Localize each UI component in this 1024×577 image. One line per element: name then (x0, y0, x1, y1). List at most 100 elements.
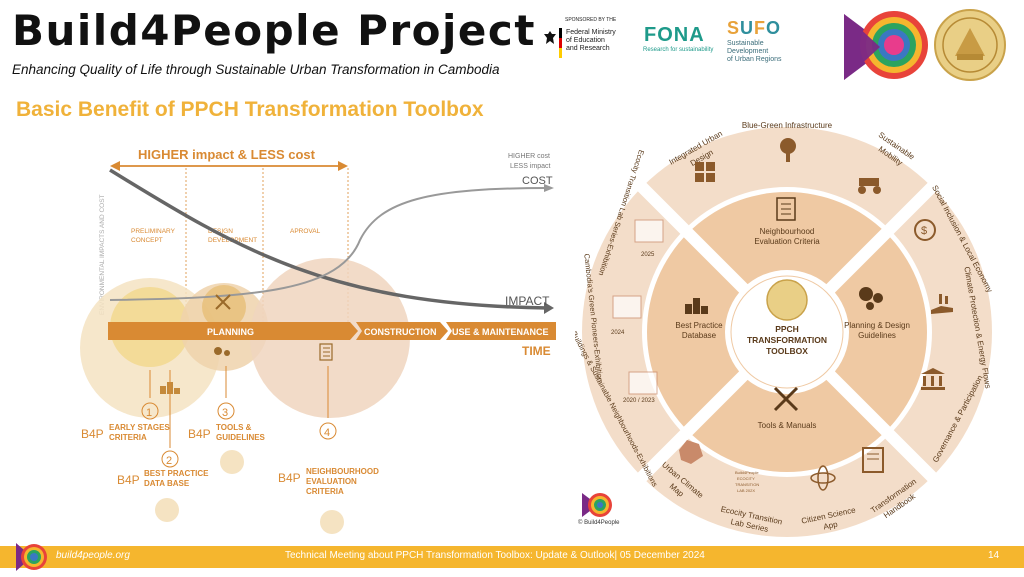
item-label: BEST PRACTICE (144, 469, 209, 478)
stage-construction-label: CONSTRUCTION (364, 327, 437, 337)
item-label: CRITERIA (109, 433, 147, 442)
item-label: GUIDELINES (216, 433, 266, 442)
arrow-head-right (338, 161, 348, 171)
hand-energy-icon (931, 294, 953, 314)
outer-label: Blue-Green Infrastructure (742, 121, 833, 130)
bmbf-line: of Education (566, 37, 605, 44)
eagle-icon (543, 30, 557, 46)
item-number: 2 (166, 455, 172, 467)
build4people-small-logo-icon (582, 493, 612, 517)
inner-label-right: Planning & Design (844, 321, 910, 330)
inner-label-left: Database (682, 331, 717, 340)
phase-design: DESIGN (208, 228, 233, 235)
gears-icon (214, 347, 230, 356)
stage-planning-label: PLANNING (207, 327, 254, 337)
lab-badge-text: Build4People (735, 470, 759, 475)
footer-logo-icon (16, 543, 47, 571)
lab-badge-text: LAB 202X (737, 488, 755, 493)
city-map-icon (679, 440, 703, 464)
footer-meeting-text: Technical Meeting about PPCH Transformat… (285, 550, 705, 561)
mini-circle-icon (155, 498, 179, 522)
tree-icon (780, 138, 796, 162)
item-number: 1 (146, 407, 152, 419)
sponsored-by-label: SPONSORED BY THE (565, 17, 617, 23)
mobility-icon (858, 178, 881, 194)
page-title: Build4People Project (12, 6, 536, 55)
stage-construction (356, 322, 448, 340)
stage-planning (108, 322, 358, 340)
time-label: TIME (522, 344, 551, 358)
higher-impact-label: HIGHER impact & LESS cost (138, 147, 316, 162)
item-number: 3 (222, 407, 228, 419)
inner-label-left: Best Practice (675, 321, 723, 330)
year-label: 2025 (641, 252, 655, 258)
lab-badge: Build4People ECOCITY TRANSITION LAB 202X (735, 470, 759, 493)
stage-use-label: USE & MAINTENANCE (452, 327, 549, 337)
center-label: TRANSFORMATION (747, 335, 827, 345)
b4p-label: B4P (81, 427, 104, 441)
phase-preliminary: PRELIMINARY (131, 228, 176, 235)
year-label: 2020 / 2023 (623, 398, 655, 404)
cost-note: HIGHER cost (508, 153, 550, 160)
footer-url-link[interactable]: build4people.org (56, 550, 130, 561)
lab-badge-text: ECOCITY (737, 476, 755, 481)
sufo-line: of Urban Regions (727, 56, 782, 63)
b4p-label: B4P (278, 471, 301, 485)
svg-text:$: $ (921, 225, 927, 237)
page-subtitle: Enhancing Quality of Life through Sustai… (12, 62, 500, 77)
outer-label: App (823, 520, 839, 532)
item-number: 4 (324, 427, 330, 439)
section-title: Basic Benefit of PPCH Transformation Too… (16, 98, 484, 121)
cost-curve (109, 187, 549, 301)
cost-label: COST (522, 175, 553, 187)
page-number: 14 (988, 550, 1000, 561)
fona-subtitle: Research for sustainability (643, 47, 714, 53)
phase-approval: APROVAL (290, 228, 321, 235)
center-seal-icon (766, 279, 808, 321)
exhibition-panel-icon (612, 295, 642, 319)
german-flag-bar (559, 28, 562, 58)
y-axis-label: ENVIRONMENTAL IMPACTS AND COST (99, 194, 106, 315)
bmbf-line: and Research (566, 45, 610, 52)
item-label: EARLY STAGES (109, 423, 170, 432)
item-label: CRITERIA (306, 487, 344, 496)
tools-icon (773, 386, 799, 412)
building-blocks-icon (695, 162, 715, 182)
cost-note: LESS impact (510, 163, 551, 170)
item-label: DATA BASE (144, 479, 190, 488)
checklist-icon (776, 197, 796, 221)
center-label: TOOLBOX (766, 346, 808, 356)
impact-label: IMPACT (505, 294, 550, 308)
sufo-line: Sustainable (727, 40, 764, 47)
exhibition-panel-icon (634, 219, 664, 243)
toolbox-wheel: PPCH TRANSFORMATION TOOLBOX Neighbourhoo… (575, 121, 994, 537)
year-label: 2024 (611, 330, 625, 336)
checklist-icon (319, 343, 333, 361)
podium-icon (685, 298, 708, 314)
item-label: TOOLS & (216, 423, 252, 432)
sufo-line: Development (727, 48, 769, 55)
exhibition-panel-icon (628, 371, 658, 395)
bmbf-line: Federal Ministry (566, 29, 616, 36)
impact-curve (109, 168, 549, 310)
atom-icon (810, 465, 836, 491)
stage-use (446, 322, 556, 340)
sufo-logo: SUFO (727, 18, 782, 38)
build4people-logo-icon (844, 11, 928, 80)
gears-icon (859, 287, 883, 310)
handbook-icon (862, 447, 884, 473)
inner-label-top: Evaluation Criteria (754, 237, 820, 246)
tools-icon (215, 294, 231, 310)
phnom-penh-seal-icon (934, 9, 1006, 81)
fona-logo: FONA (644, 24, 705, 46)
copyright-text: © Build4People (578, 520, 620, 526)
mini-circle-icon (220, 450, 244, 474)
item-label: EVALUATION (306, 477, 357, 486)
inner-label-bottom: Tools & Manuals (758, 421, 817, 430)
phase-preliminary: CONCEPT (131, 237, 163, 244)
item-label: NEIGHBOURHOOD (306, 467, 379, 476)
footer-bar (0, 546, 1024, 568)
inner-label-right: Guidelines (858, 331, 896, 340)
lab-badge-text: TRANSITION (735, 482, 759, 487)
b4p-label: B4P (188, 427, 211, 441)
